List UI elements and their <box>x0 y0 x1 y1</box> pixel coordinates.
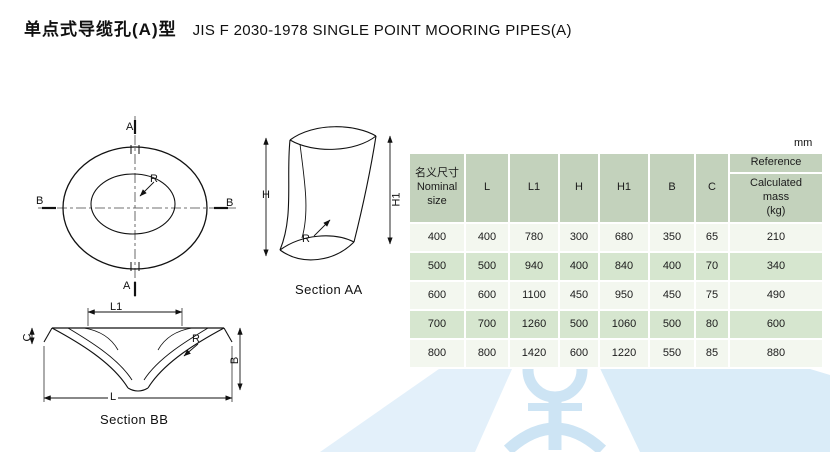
table-cell: 500 <box>558 309 600 340</box>
dim-label-a-bottom: A <box>123 280 131 292</box>
table-cell: 340 <box>728 251 824 282</box>
table-cell: 940 <box>508 251 560 282</box>
dim-label-l1: L1 <box>110 301 123 313</box>
dim-label-h: H <box>262 189 270 201</box>
dim-label-r-aa: R <box>302 233 310 245</box>
col-header-reference: Reference <box>728 152 824 174</box>
section-aa-drawing <box>263 126 393 261</box>
unit-label: mm <box>794 137 813 149</box>
col-header-l: L <box>464 152 510 224</box>
page-title-cn: 单点式导缆孔(A)型 <box>24 20 177 39</box>
table-cell: 85 <box>694 338 730 369</box>
col-header-c: C <box>694 152 730 224</box>
table-header-row: 名义尺寸 Nominal size L L1 H H1 B C Referenc… <box>408 152 824 224</box>
table-cell: 350 <box>648 222 696 253</box>
table-cell: 400 <box>648 251 696 282</box>
table-cell: 780 <box>508 222 560 253</box>
table-cell: 70 <box>694 251 730 282</box>
table-cell: 800 <box>464 338 510 369</box>
table-cell: 75 <box>694 280 730 311</box>
dim-label-b-right: B <box>226 197 234 209</box>
table-cell: 400 <box>558 251 600 282</box>
table-cell: 450 <box>648 280 696 311</box>
col-header-mass: Calculated mass (kg) <box>728 172 824 224</box>
dim-label-h1: H1 <box>390 192 403 207</box>
table-cell: 1260 <box>508 309 560 340</box>
col-header-h: H <box>558 152 600 224</box>
front-view-drawing <box>38 116 236 300</box>
dim-label-r-front: R <box>150 173 158 185</box>
table-cell: 1100 <box>508 280 560 311</box>
table-cell: 600 <box>464 280 510 311</box>
spec-table: 名义尺寸 Nominal size L L1 H H1 B C Referenc… <box>408 152 824 369</box>
table-cell: 680 <box>598 222 650 253</box>
table-cell: 450 <box>558 280 600 311</box>
table-row: 400 400 780 300 680 350 65 210 <box>408 222 824 253</box>
dim-label-c: C <box>21 333 34 342</box>
table-cell: 600 <box>408 280 466 311</box>
section-aa-caption: Section AA <box>295 282 363 297</box>
table-cell: 600 <box>558 338 600 369</box>
table-cell: 1060 <box>598 309 650 340</box>
dim-label-a-top: A <box>126 121 134 133</box>
table-row: 800 800 1420 600 1220 550 85 880 <box>408 338 824 369</box>
table-cell: 1220 <box>598 338 650 369</box>
table-cell: 950 <box>598 280 650 311</box>
col-header-h1: H1 <box>598 152 650 224</box>
col-header-nominal: 名义尺寸 Nominal size <box>408 152 466 224</box>
page-title-en: JIS F 2030-1978 SINGLE POINT MOORING PIP… <box>192 22 572 39</box>
table-cell: 65 <box>694 222 730 253</box>
table-cell: 400 <box>464 222 510 253</box>
section-bb-drawing <box>29 308 243 402</box>
table-cell: 550 <box>648 338 696 369</box>
table-cell: 800 <box>408 338 466 369</box>
table-cell: 880 <box>728 338 824 369</box>
dim-label-l: L <box>108 391 119 403</box>
col-header-b: B <box>648 152 696 224</box>
table-cell: 700 <box>464 309 510 340</box>
table-cell: 500 <box>408 251 466 282</box>
table-cell: 500 <box>648 309 696 340</box>
table-cell: 840 <box>598 251 650 282</box>
table-cell: 300 <box>558 222 600 253</box>
table-cell: 400 <box>408 222 466 253</box>
table-row: 700 700 1260 500 1060 500 80 600 <box>408 309 824 340</box>
table-cell: 490 <box>728 280 824 311</box>
section-bb-caption: Section BB <box>100 412 169 427</box>
table-cell: 210 <box>728 222 824 253</box>
table-cell: 1420 <box>508 338 560 369</box>
dim-label-b-left: B <box>36 195 44 207</box>
table-row: 500 500 940 400 840 400 70 340 <box>408 251 824 282</box>
table-cell: 700 <box>408 309 466 340</box>
table-cell: 600 <box>728 309 824 340</box>
table-row: 600 600 1100 450 950 450 75 490 <box>408 280 824 311</box>
dim-label-b-bb: B <box>229 356 242 365</box>
table-header-row2: Calculated mass (kg) <box>409 172 824 224</box>
table-cell: 80 <box>694 309 730 340</box>
col-header-l1: L1 <box>508 152 560 224</box>
page-title: 单点式导缆孔(A)型 JIS F 2030-1978 SINGLE POINT … <box>24 15 572 40</box>
table-cell: 500 <box>464 251 510 282</box>
dim-label-r-bb: R <box>192 333 200 345</box>
